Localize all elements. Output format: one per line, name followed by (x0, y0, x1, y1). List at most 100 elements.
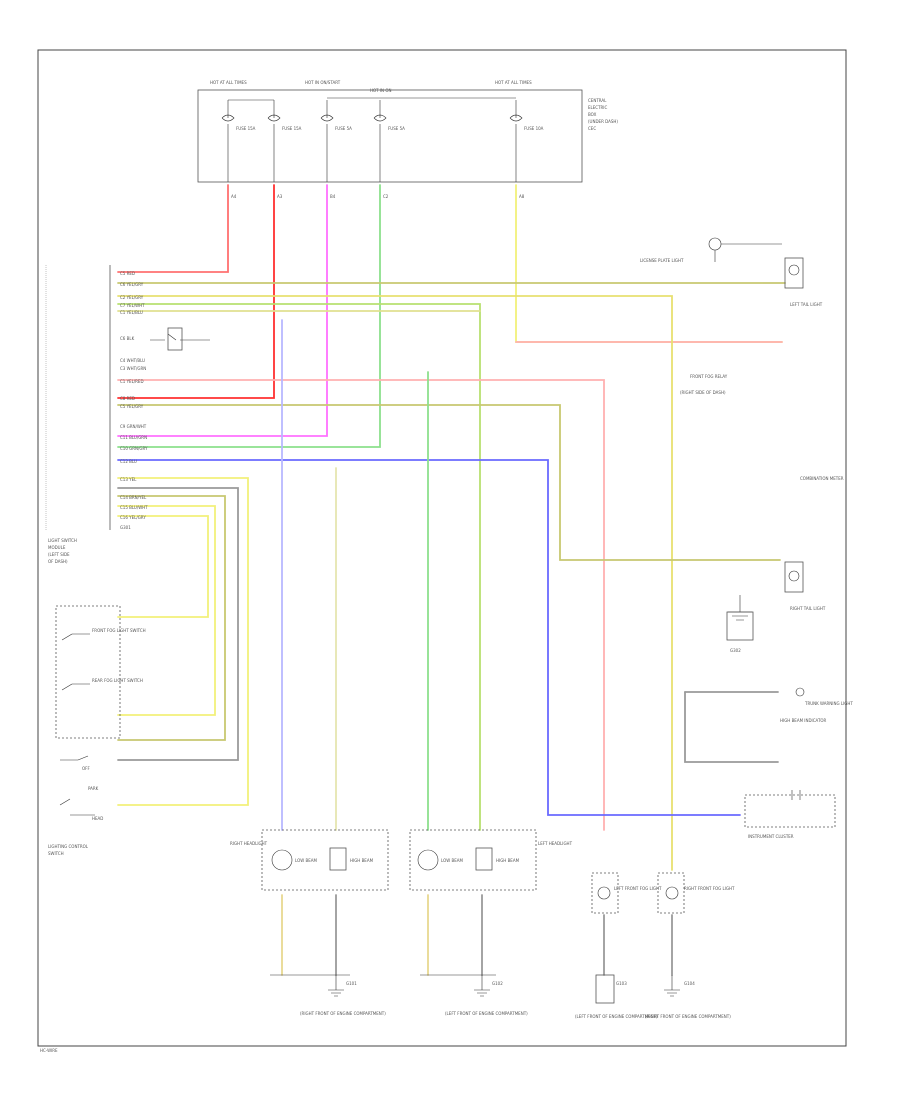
control-switch-contacts (61, 633, 90, 691)
control-item-2: REAR FOG LIGHT SWITCH (92, 678, 143, 683)
ground-g302-box (726, 611, 754, 641)
fuse-box: HOT AT ALL TIMES HOT IN ON/START HOT IN … (197, 80, 618, 199)
right-tail-bulb (788, 570, 800, 582)
ground-g102-label: G102 (492, 981, 503, 986)
fuse-title-2: ELECTRIC (588, 105, 607, 110)
wire-magenta-b4 (117, 184, 328, 437)
wire-pink-left-fog (117, 379, 605, 831)
fuse-pin-5: A8 (519, 194, 525, 199)
wire-yellow-a8 (515, 184, 783, 343)
fuse-title-3: BOX (588, 112, 597, 117)
pin-row-11: C9 GRN/WHT (120, 424, 147, 429)
module-label-1: LIGHT SWITCH (48, 538, 77, 543)
fuse-title-4: (UNDER DASH) (588, 119, 618, 124)
right-headlight-label: RIGHT HEADLIGHT (230, 841, 268, 846)
pin-row-10: C5 YEL/GRY (120, 404, 144, 409)
fuse-symbols (221, 97, 523, 182)
left-headlight-label: LEFT HEADLIGHT (538, 841, 573, 846)
wires (117, 184, 786, 976)
control-item-off: OFF (82, 766, 90, 771)
pin-row-2: C2 YEL/GRY (120, 295, 144, 300)
ground-g103-box (595, 974, 615, 1004)
ground-g104-label: G104 (684, 981, 695, 986)
right-fog-box (657, 872, 685, 914)
ground-g102-note: (LEFT FRONT OF ENGINE COMPARTMENT) (445, 1011, 528, 1016)
wire-blue-hi-beam (117, 459, 741, 816)
diagram-frame (37, 49, 847, 1047)
wire-yellow-ctrl-2 (117, 505, 216, 716)
fuse-title-5: CEC (588, 126, 596, 131)
control-item-park: PARK (88, 786, 99, 791)
ground-g101-note: (RIGHT FRONT OF ENGINE COMPARTMENT) (300, 1011, 386, 1016)
light-switch-module: C5 RED C6 YEL/GRY C2 YEL/GRY C7 YEL/WHT … (45, 265, 210, 564)
pin-row-4: C1 YEL/BLU (120, 310, 143, 315)
lighting-control-switch: FRONT FOG LIGHT SWITCH REAR FOG LIGHT SW… (48, 605, 146, 856)
pin-row-15: C13 YEL (120, 477, 137, 482)
wire-olive-ctrl (117, 495, 226, 741)
fuse-pin-1: A4 (231, 194, 237, 199)
ground-g104 (664, 975, 680, 997)
wire-yellow-green (117, 303, 481, 831)
left-high-beam-bulb (475, 847, 493, 871)
instrument-cluster-label: INSTRUMENT CLUSTER (748, 834, 794, 839)
fuse-box-outline (197, 89, 583, 183)
fuse-1 (221, 100, 235, 182)
ground-g302-symbol (728, 595, 752, 621)
right-fog-bulb (665, 886, 679, 900)
left-high-beam-label: HIGH BEAM (496, 858, 520, 863)
pin-row-7: C3 WHT/GRN (120, 366, 146, 371)
ground-g104-note: (RIGHT FRONT OF ENGINE COMPARTMENT) (645, 1014, 731, 1019)
right-high-beam-bulb (329, 847, 347, 871)
left-headlight-box (409, 829, 537, 891)
right-tail-label: RIGHT TAIL LIGHT (790, 606, 826, 611)
fuse-label-5: FUSE 10A (524, 126, 544, 131)
wire-olive-right-tail (117, 404, 781, 561)
control-switch-box (55, 605, 121, 739)
page-label: HC-WIRE (40, 1048, 58, 1053)
pin-row-17: C15 BLU/WHT (120, 505, 148, 510)
fuse-header-3: HOT IN ON (370, 88, 391, 93)
pin-row-3: C7 YEL/WHT (120, 303, 145, 308)
pin-row-5: C6 BLK (120, 336, 135, 341)
wire-gray-ctrl (117, 487, 239, 761)
left-tail-label: LEFT TAIL LIGHT (790, 302, 823, 307)
fuse-3 (320, 100, 334, 182)
left-fog-bulb (597, 886, 611, 900)
fuse-title-1: CENTRAL (588, 98, 607, 103)
right-components: LICENSE PLATE LIGHT LEFT TAIL LIGHT FRON… (640, 237, 853, 839)
left-tail-bulb (788, 264, 800, 276)
pin-row-0: C5 RED (120, 271, 135, 276)
fog-relay-label: FRONT FOG RELAY (690, 374, 728, 379)
control-label-2: SWITCH (48, 851, 64, 856)
pin-row-1: C6 YEL/GRY (120, 282, 144, 287)
grounds: G101 (RIGHT FRONT OF ENGINE COMPARTMENT)… (270, 974, 731, 1019)
fuse-2 (267, 100, 281, 182)
pin-row-18: C16 YEL/GRY (120, 515, 146, 520)
fuse-4 (373, 100, 387, 182)
module-internal-switch (150, 333, 210, 341)
pin-row-6: C4 WHT/BLU (120, 358, 145, 363)
headlights: LOW BEAM HIGH BEAM RIGHT HEADLIGHT LOW B… (230, 829, 735, 914)
pin-row-8: C1 YEL/RED (120, 379, 144, 384)
pin-row-14: C12 BLU (120, 459, 137, 464)
ground-g102 (420, 974, 496, 997)
trunk-light-symbol (795, 687, 805, 697)
fog-relay-connector: (RIGHT SIDE OF DASH) (680, 390, 726, 395)
wire-red-a4 (117, 184, 229, 273)
wire-gray-trunk (684, 691, 779, 763)
left-fog-box (591, 872, 619, 914)
trunk-light-label: TRUNK WARNING LIGHT (804, 701, 853, 706)
fuse-header-4: HOT AT ALL TIMES (495, 80, 532, 85)
license-lamp-label: LICENSE PLATE LIGHT (640, 258, 684, 263)
ground-g101-label: G101 (346, 981, 357, 986)
right-headlight-box (261, 829, 389, 891)
left-low-beam-label: LOW BEAM (441, 858, 463, 863)
fuse-label-4: FUSE 5A (388, 126, 405, 131)
right-high-beam-label: HIGH BEAM (350, 858, 374, 863)
fuse-pin-3: B4 (330, 194, 336, 199)
pin-row-16: C14 BRN/YEL (120, 495, 147, 500)
control-label-1: LIGHTING CONTROL (48, 844, 89, 849)
fuse-label-3: FUSE 5A (335, 126, 352, 131)
wire-yellow-right-fog (117, 295, 673, 871)
